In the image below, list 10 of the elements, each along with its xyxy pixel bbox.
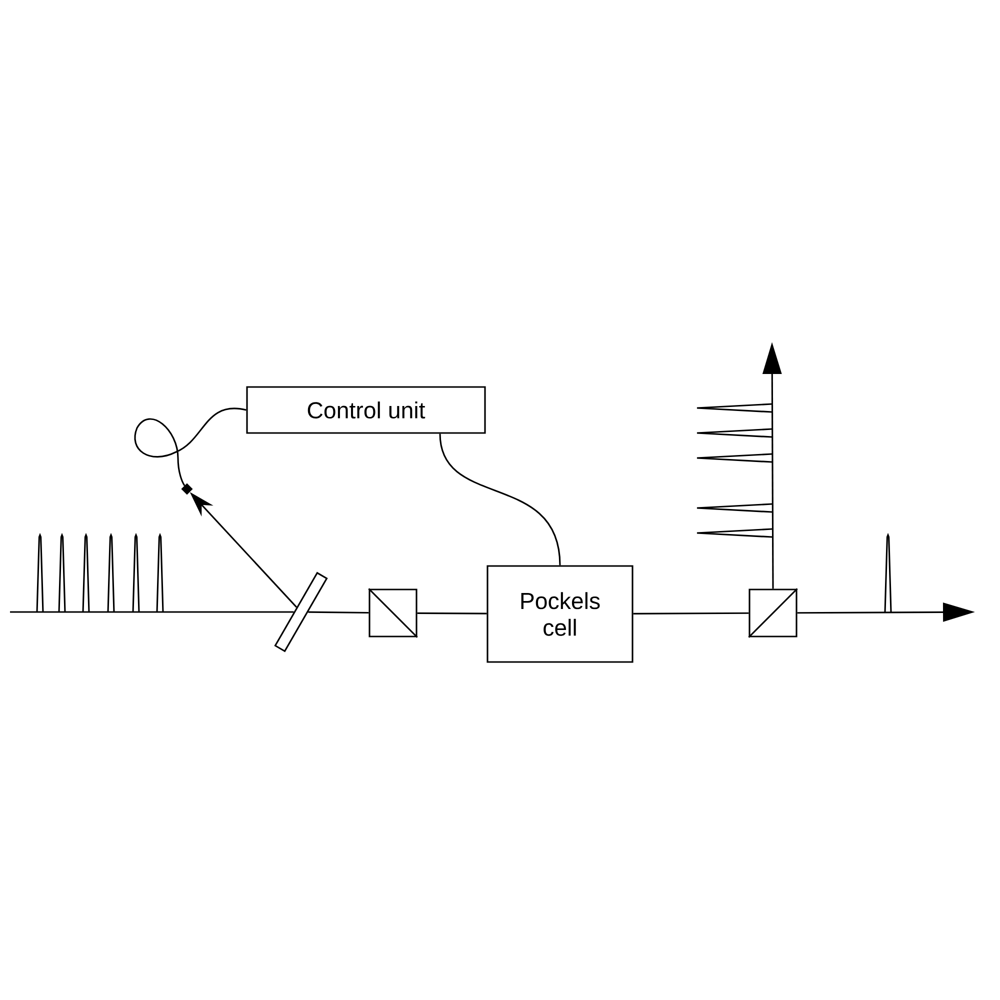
beam-line [308,611,369,614]
polarizer-cube [368,588,418,638]
beam-line [10,611,294,613]
cable [439,434,561,566]
beam-line [633,612,749,614]
control-box: Control unit [246,386,486,434]
beam-line [417,612,487,614]
pockels-cell-box: Pockels cell [486,565,634,663]
cable [134,408,246,486]
beam-splitter-cube [748,588,798,638]
